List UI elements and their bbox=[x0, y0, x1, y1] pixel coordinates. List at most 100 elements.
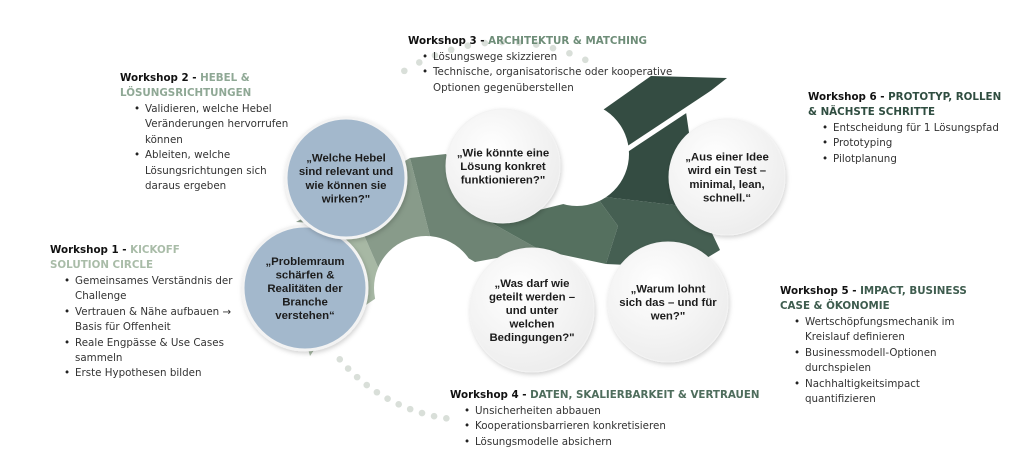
bullet-item: Businessmodell-Optionen durchspielen bbox=[794, 346, 980, 377]
workshop-3-heading: Workshop 3 - ARCHITEKTUR & MATCHING bbox=[408, 34, 708, 49]
connector-dot bbox=[532, 41, 540, 48]
workshop-4-block: Workshop 4 - DATEN, SKALIERBARKEIT & VER… bbox=[450, 388, 770, 451]
bullet-item: Ableiten, welche Lösungsrichtungen sich … bbox=[134, 148, 290, 194]
bubble-circle bbox=[607, 241, 729, 363]
connector-dot bbox=[498, 38, 506, 46]
connector-dot bbox=[481, 39, 489, 47]
bubble-circle bbox=[445, 108, 561, 224]
bubble-question-line: funktionieren?" bbox=[461, 175, 546, 187]
workshop-3-bullets: Lösungswege skizzieren Technische, organ… bbox=[408, 50, 708, 96]
connector-dot bbox=[430, 412, 438, 420]
workshop-4-heading: Workshop 4 - DATEN, SKALIERBARKEIT & VER… bbox=[450, 388, 770, 403]
workshop-4-bullets: Unsicherheiten abbauen Kooperationsbarri… bbox=[450, 404, 770, 451]
workshop-2-bullets: Validieren, welche Hebel Veränderungen h… bbox=[120, 102, 290, 194]
bullet-item: Entscheidung für 1 Lösungspfad bbox=[822, 121, 1008, 137]
workshop-3-label: Workshop 3 - bbox=[408, 35, 489, 47]
bullet-item: Lösungswege skizzieren bbox=[422, 50, 708, 66]
connector-dot bbox=[344, 365, 352, 372]
bullet-item: Lösungsmodelle absichern bbox=[464, 435, 770, 451]
connector-dot bbox=[406, 405, 414, 413]
bubble-question-line: „Was darf wie bbox=[495, 278, 570, 290]
bubble-question-line: verstehen“ bbox=[275, 310, 335, 322]
bubble-question-line: „Warum lohnt bbox=[631, 283, 706, 295]
connector-dot bbox=[443, 415, 450, 422]
bubble-question-line: Lösung konkret bbox=[460, 161, 546, 173]
ribbon-segment-4 bbox=[490, 196, 618, 264]
bubble-question-line: Branche bbox=[282, 297, 328, 309]
bubble-question-line: „Problemraum bbox=[265, 256, 344, 268]
bubble-question-line: wird ein Test – bbox=[687, 165, 766, 177]
bullet-item: Validieren, welche Hebel Veränderungen h… bbox=[134, 102, 290, 148]
cutout-circle bbox=[374, 236, 478, 340]
workshop-4-topic: DATEN, SKALIERBARKEIT & VERTRAUEN bbox=[530, 389, 760, 401]
workshop-6-bullets: Entscheidung für 1 Lösungspfad Prototypi… bbox=[808, 121, 1008, 168]
workshop-3-block: Workshop 3 - ARCHITEKTUR & MATCHING Lösu… bbox=[408, 34, 708, 96]
workshop-2-heading: Workshop 2 - HEBEL & LÖSUNGSRICHTUNGEN bbox=[120, 71, 290, 101]
bullet-item: Unsicherheiten abbauen bbox=[464, 404, 770, 420]
workshop-1-block: Workshop 1 - KICKOFF SOLUTION CIRCLE Gem… bbox=[50, 243, 240, 382]
bullet-item: Wertschöpfungsmechanik im Kreislauf defi… bbox=[794, 315, 980, 346]
bubble-question-line: „Wie könnte eine bbox=[457, 147, 549, 159]
connector-dot bbox=[363, 381, 371, 389]
workshop-5-block: Workshop 5 - IMPACT, BUSINESS CASE & ÖKO… bbox=[780, 284, 980, 407]
bubble-question-line: schnell.“ bbox=[703, 192, 751, 204]
workshop-6-block: Workshop 6 - PROTOTYP, ROLLEN & NÄCHSTE … bbox=[808, 90, 1008, 168]
workshop-2-topic: HEBEL & LÖSUNGSRICHTUNGEN bbox=[120, 72, 252, 99]
bubble-question-line: wie können sie bbox=[304, 180, 386, 192]
bubble-question-line: minimal, lean, bbox=[689, 179, 764, 191]
connector-dot bbox=[418, 409, 426, 417]
connector-dot bbox=[401, 67, 408, 75]
bubble-question-line: Bedingungen?" bbox=[489, 332, 574, 344]
bubble-circle bbox=[241, 224, 369, 352]
bubble-circle bbox=[668, 118, 786, 236]
connector-dot bbox=[336, 355, 344, 363]
workshop-3-topic: ARCHITEKTUR & MATCHING bbox=[488, 35, 648, 47]
bubble-question-line: sind relevant und bbox=[299, 166, 393, 178]
bullet-item: Erste Hypothesen bilden bbox=[64, 366, 240, 382]
bubble-question-line: „Aus einer Idee bbox=[685, 152, 769, 164]
workshop-6-heading: Workshop 6 - PROTOTYP, ROLLEN & NÄCHSTE … bbox=[808, 90, 1008, 120]
arrow-gap bbox=[624, 90, 714, 153]
workshop-1-bullets: Gemeinsames Verständnis der Challenge Ve… bbox=[50, 274, 240, 382]
bubble-question-line: und unter bbox=[506, 305, 559, 317]
connector-dot bbox=[415, 59, 423, 66]
bubble-question-line: geteilt werden – bbox=[489, 291, 575, 303]
bubble-circle bbox=[469, 247, 595, 373]
connector-dot bbox=[353, 373, 361, 381]
bullet-item: Prototyping bbox=[822, 136, 1008, 152]
bubble-question-line: schärfen & bbox=[276, 269, 335, 281]
connector-dot bbox=[464, 42, 472, 49]
bubble-question-line: sich das – und für bbox=[619, 297, 717, 309]
connector-dot bbox=[384, 395, 391, 402]
bubble-question-line: wirken?" bbox=[321, 193, 370, 205]
bullet-item: Technische, organisatorische oder kooper… bbox=[422, 65, 708, 96]
workshop-1-label: Workshop 1 - bbox=[50, 244, 131, 256]
bubble-question-line: wen?" bbox=[650, 311, 686, 323]
workshop-5-label: Workshop 5 - bbox=[780, 285, 861, 297]
bullet-item: Pilotplanung bbox=[822, 152, 1008, 168]
workshop-6-label: Workshop 6 - bbox=[808, 91, 889, 103]
connector-dot bbox=[395, 401, 402, 408]
bullet-item: Vertrauen & Nähe aufbauen → Basis für Of… bbox=[64, 305, 240, 336]
bubble-question-line: welchen bbox=[509, 319, 555, 331]
workshop-5-bullets: Wertschöpfungsmechanik im Kreislauf defi… bbox=[780, 315, 980, 407]
workshop-5-topic: IMPACT, BUSINESS CASE & ÖKONOMIE bbox=[780, 285, 967, 312]
bubble-question-line: „Welche Hebel bbox=[306, 153, 386, 165]
workshop-2-block: Workshop 2 - HEBEL & LÖSUNGSRICHTUNGEN V… bbox=[120, 71, 290, 194]
bubble-question-line: Realitäten der bbox=[267, 283, 343, 295]
bullet-item: Gemeinsames Verständnis der Challenge bbox=[64, 274, 240, 305]
connector-dot bbox=[373, 388, 381, 396]
workshop-4-label: Workshop 4 - bbox=[450, 389, 531, 401]
workshop-5-heading: Workshop 5 - IMPACT, BUSINESS CASE & ÖKO… bbox=[780, 284, 980, 314]
question-bubble-5: „Warum lohnt sich das – und für wen?" bbox=[607, 241, 729, 363]
workshop-1-heading: Workshop 1 - KICKOFF SOLUTION CIRCLE bbox=[50, 243, 240, 273]
workshop-6-topic: PROTOTYP, ROLLEN & NÄCHSTE SCHRITTE bbox=[808, 91, 1002, 118]
connector-dot bbox=[515, 39, 523, 46]
bullet-item: Reale Engpässe & Use Cases sammeln bbox=[64, 336, 240, 367]
